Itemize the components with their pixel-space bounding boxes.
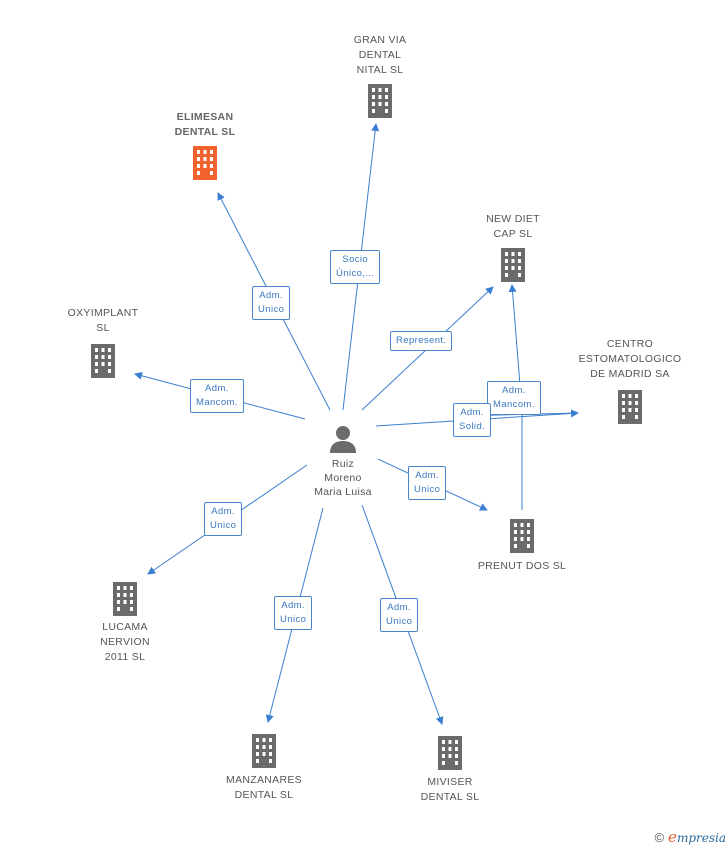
edge-label-oxyimplant[interactable]: Adm. Mancom.: [190, 379, 244, 413]
company-name: MIVISER DENTAL SL: [420, 776, 480, 803]
building-icon: [510, 519, 534, 553]
building-icon: [252, 734, 276, 768]
edge-label-centro-mancom[interactable]: Adm. Mancom.: [487, 381, 541, 415]
company-granvia[interactable]: GRAN VIA DENTAL NITAL SL: [325, 33, 435, 118]
building-icon: [438, 736, 462, 770]
person-icon: [330, 426, 356, 453]
company-name: OXYIMPLANT SL: [67, 307, 139, 334]
company-centro[interactable]: CENTRO ESTOMATOLOGICO DE MADRID SA: [566, 337, 694, 424]
company-lucama[interactable]: LUCAMA NERVION 2011 SL: [70, 580, 180, 665]
edge-label-elimesan[interactable]: Adm. Unico: [252, 286, 291, 320]
company-name: ELIMESAN DENTAL SL: [174, 111, 236, 138]
company-name: GRAN VIA DENTAL NITAL SL: [353, 34, 407, 76]
building-icon: [193, 146, 217, 180]
company-name: LUCAMA NERVION 2011 SL: [100, 621, 150, 663]
company-elimesan[interactable]: ELIMESAN DENTAL SL: [150, 110, 260, 180]
brand-logo-initial: e: [668, 828, 677, 846]
company-manzanares[interactable]: MANZANARES DENTAL SL: [208, 732, 320, 803]
edge-label-centro-solid[interactable]: Adm. Solid.: [453, 403, 492, 437]
building-icon: [91, 344, 115, 378]
company-oxyimplant[interactable]: OXYIMPLANT SL: [48, 306, 158, 378]
edge-label-granvia[interactable]: Socio Único,...: [330, 250, 381, 284]
footer-brand[interactable]: ©empresia: [654, 828, 726, 846]
edge-label-manzanares[interactable]: Adm. Unico: [274, 596, 313, 630]
building-icon: [618, 390, 642, 424]
company-name: MANZANARES DENTAL SL: [226, 774, 302, 801]
company-name: PRENUT DOS SL: [477, 560, 567, 572]
company-name: NEW DIET CAP SL: [486, 213, 540, 240]
edge-label-newdiet[interactable]: Represent.: [390, 331, 453, 351]
building-icon: [113, 582, 137, 616]
brand-name: mpresia: [676, 831, 726, 845]
company-name: CENTRO ESTOMATOLOGICO DE MADRID SA: [578, 338, 682, 380]
person-node[interactable]: Ruiz Moreno Maria Luisa: [293, 424, 393, 499]
company-prenut[interactable]: PRENUT DOS SL: [466, 517, 578, 574]
company-miviser[interactable]: MIVISER DENTAL SL: [394, 734, 506, 805]
person-name: Ruiz Moreno Maria Luisa: [314, 458, 372, 498]
edge-label-prenut[interactable]: Adm. Unico: [408, 466, 447, 500]
edge-label-miviser[interactable]: Adm. Unico: [380, 598, 419, 632]
copyright-symbol: ©: [654, 830, 665, 845]
building-icon: [368, 84, 392, 118]
edge-label-lucama[interactable]: Adm. Unico: [204, 502, 243, 536]
building-icon: [501, 248, 525, 282]
company-newdiet[interactable]: NEW DIET CAP SL: [458, 212, 568, 282]
